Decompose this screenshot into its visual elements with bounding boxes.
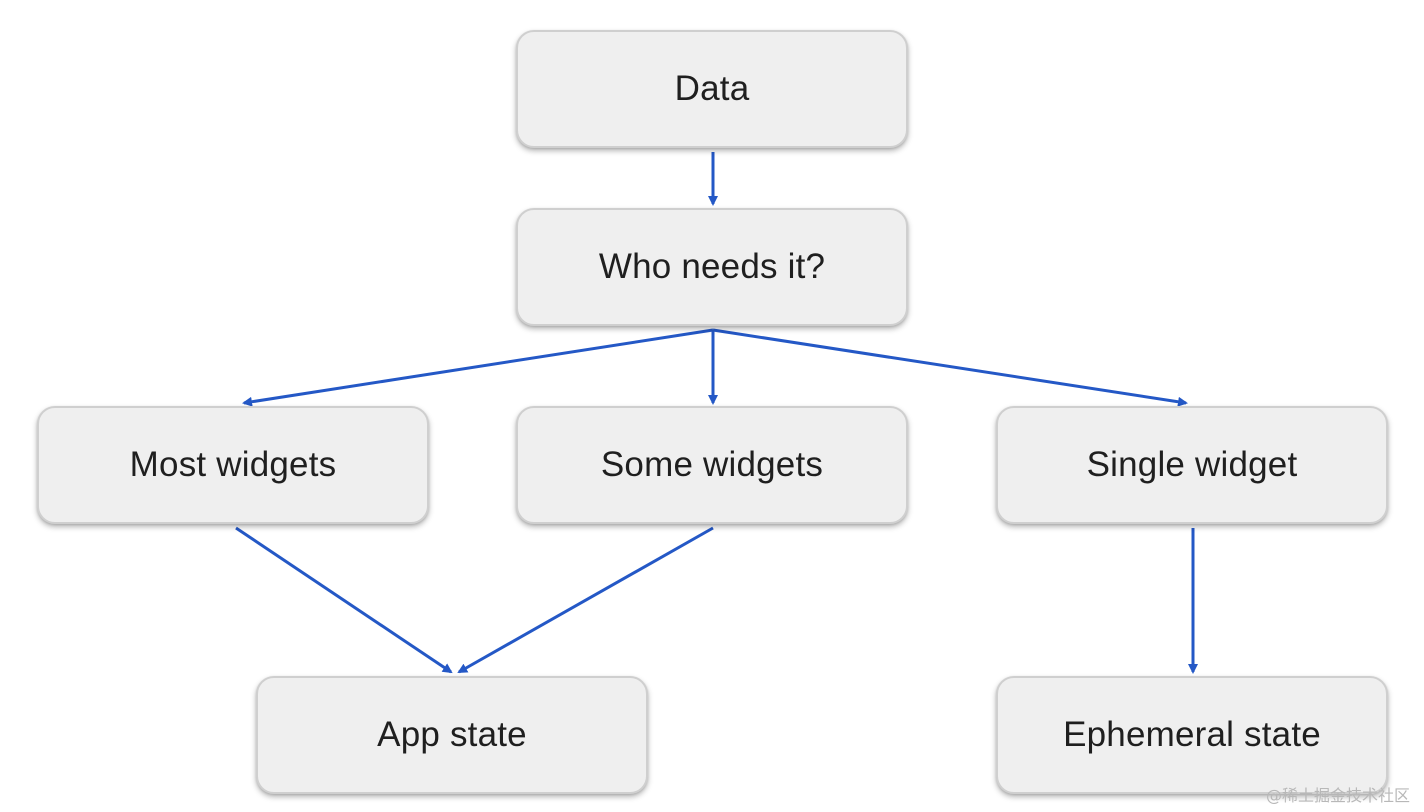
node-ephemeral-state-label: Ephemeral state	[1063, 715, 1321, 754]
node-most-widgets: Most widgets	[37, 406, 429, 524]
node-some-widgets-label: Some widgets	[600, 445, 824, 484]
node-some-widgets: Some widgets	[516, 406, 908, 524]
arrow-who-to-most	[242, 328, 714, 407]
node-app-state-label: App state	[377, 715, 527, 754]
node-who-needs-it: Who needs it?	[516, 208, 908, 326]
node-single-widget-label: Single widget	[1086, 445, 1298, 484]
node-who-needs-it-label: Who needs it?	[598, 247, 826, 286]
arrow-some-to-app	[457, 526, 714, 674]
arrow-who-to-single	[712, 328, 1188, 407]
node-most-widgets-label: Most widgets	[129, 445, 337, 484]
node-data: Data	[516, 30, 908, 148]
watermark: @稀土掘金技术社区	[1265, 786, 1410, 805]
node-ephemeral-state: Ephemeral state	[996, 676, 1388, 794]
node-data-label: Data	[674, 69, 750, 108]
node-single-widget: Single widget	[996, 406, 1388, 524]
node-app-state: App state	[256, 676, 648, 794]
arrow-most-to-app	[235, 526, 453, 674]
